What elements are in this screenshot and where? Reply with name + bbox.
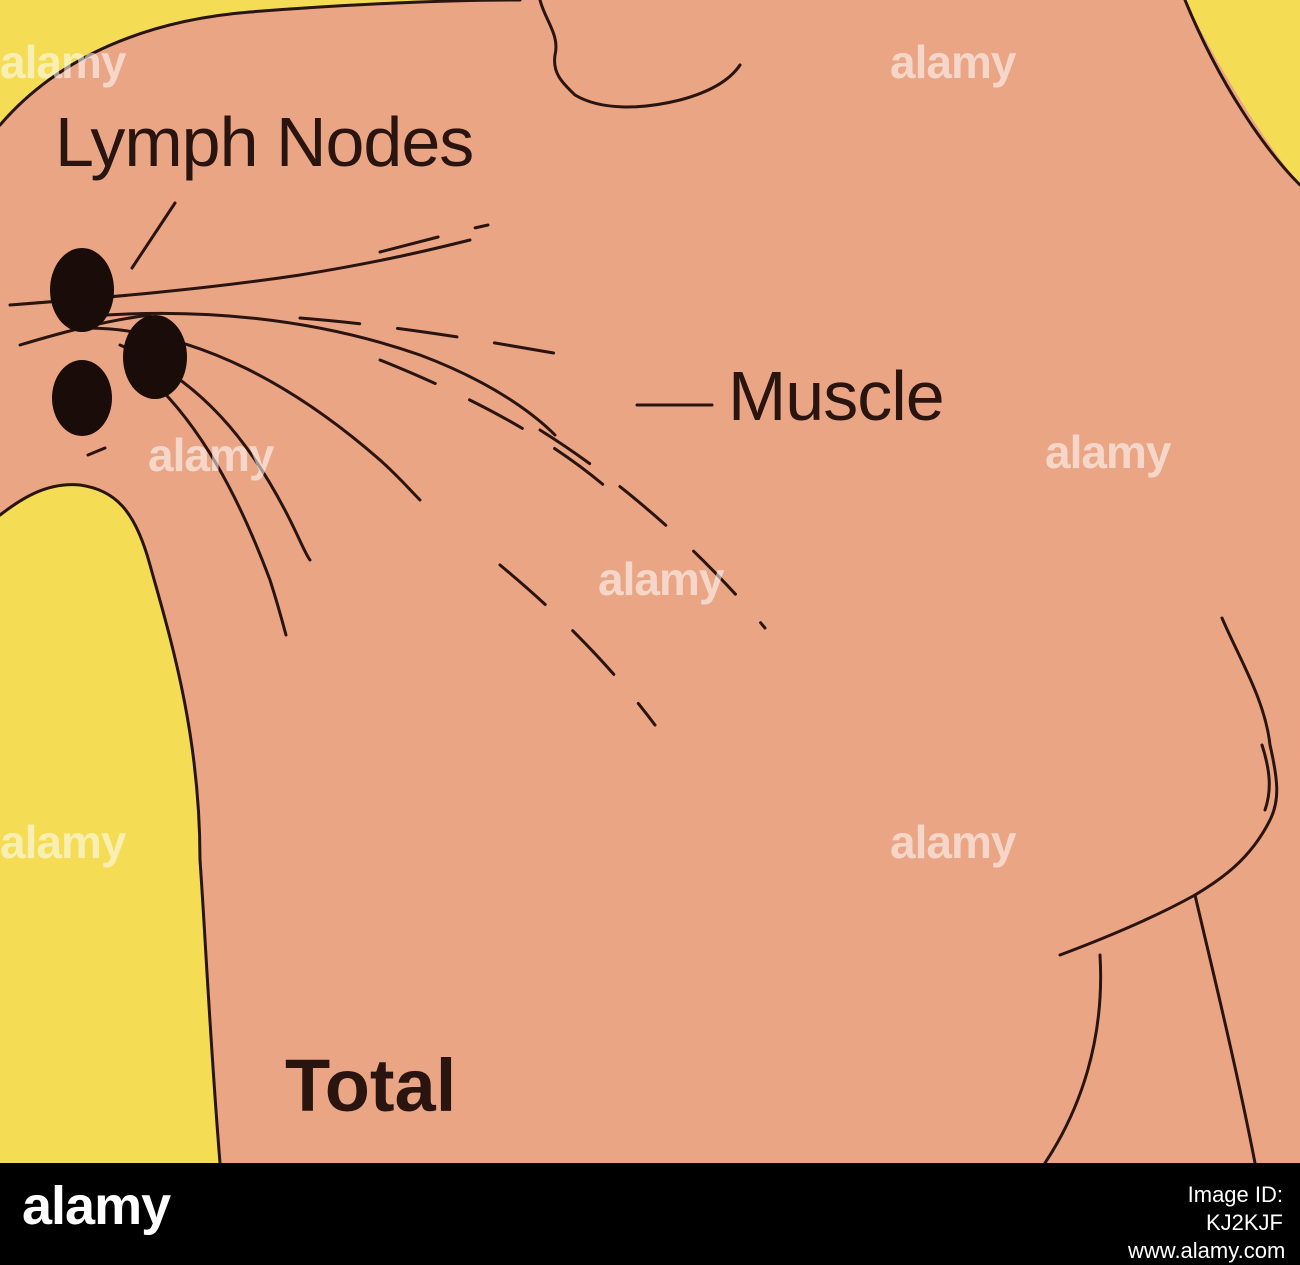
muscle-line xyxy=(68,311,557,437)
muscle-label: Muscle xyxy=(728,357,945,435)
lymph-node-icon xyxy=(50,248,114,332)
right-arm-outline xyxy=(1193,893,1257,1163)
torso-body xyxy=(0,0,1300,1163)
shoulder-outline xyxy=(0,0,522,127)
lymph-pointer-line xyxy=(130,201,177,270)
lymph-nodes xyxy=(50,248,187,436)
site-url-text: www.alamy.com xyxy=(1128,1238,1286,1263)
total-label: Total xyxy=(285,1044,457,1127)
watermark: alamy xyxy=(890,816,1016,868)
dashed-line xyxy=(378,358,617,497)
footer-info: Image ID: KJ2KJF www.alamy.com xyxy=(1128,1181,1286,1265)
image-id-text: Image ID: KJ2KJF xyxy=(1187,1182,1283,1235)
diagram-illustration: Lymph Nodes Muscle Total alamy alamy ala… xyxy=(0,0,1300,1163)
node-pointer-line xyxy=(86,446,107,457)
footer-logo: alamy xyxy=(22,1176,171,1236)
lymph-nodes-label: Lymph Nodes xyxy=(55,103,474,181)
dashed-line xyxy=(378,223,490,254)
watermark: alamy xyxy=(0,36,126,88)
dashed-line xyxy=(498,563,657,727)
dashed-line xyxy=(538,428,767,630)
watermark: alamy xyxy=(148,429,274,481)
torso-drawing xyxy=(0,0,1300,1163)
lower-side-outline xyxy=(1043,953,1103,1163)
watermark: alamy xyxy=(890,36,1016,88)
muscle-line xyxy=(138,368,288,637)
neck-outline xyxy=(538,0,742,109)
right-gap xyxy=(1195,185,1300,1163)
underarm-outline xyxy=(0,483,222,1163)
breast-fold xyxy=(1260,743,1271,812)
breast-outline xyxy=(1058,616,1279,957)
lymph-node-icon xyxy=(123,315,187,399)
right-shoulder-outline xyxy=(1183,0,1300,187)
watermark: alamy xyxy=(598,553,724,605)
dashed-muscle-lines xyxy=(298,223,767,727)
lymph-node-icon xyxy=(52,360,112,436)
watermark: alamy xyxy=(0,816,126,868)
watermark: alamy xyxy=(1045,426,1171,478)
footer-bar: alamy Image ID: KJ2KJF www.alamy.com xyxy=(0,1163,1300,1263)
dashed-line xyxy=(298,316,567,357)
